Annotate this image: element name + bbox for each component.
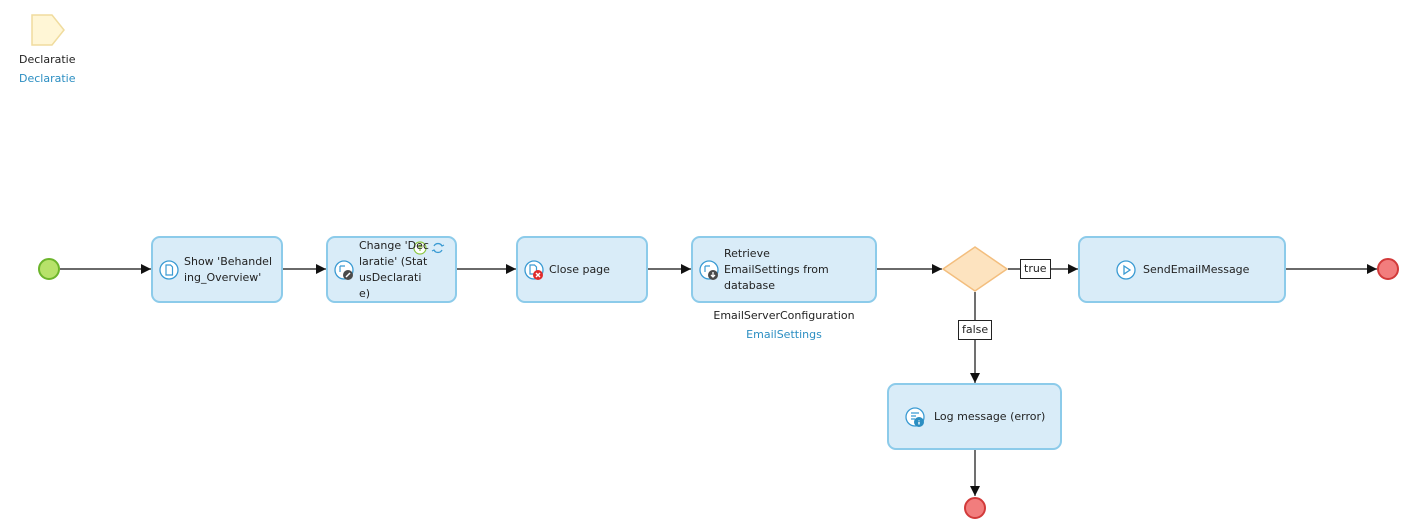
close-page-activity[interactable]: Close page bbox=[516, 236, 648, 303]
log-message-label: Log message (error) bbox=[934, 409, 1046, 423]
retrieve-entity: EmailServerConfiguration bbox=[713, 309, 855, 322]
exclusive-split-gateway[interactable] bbox=[942, 246, 1008, 292]
parameter-icon[interactable] bbox=[30, 12, 66, 48]
close-page-icon bbox=[524, 259, 544, 280]
log-message-icon bbox=[905, 406, 925, 427]
end-event-main[interactable] bbox=[1377, 258, 1399, 280]
call-microflow-icon bbox=[1116, 259, 1136, 280]
retrieve-icon bbox=[699, 259, 719, 280]
true-flow-label: true bbox=[1020, 259, 1051, 279]
retrieve-variable: EmailSettings bbox=[746, 328, 822, 341]
log-message-activity[interactable]: Log message (error) bbox=[887, 383, 1062, 450]
show-page-activity[interactable]: Show 'Behandeling_Overview' bbox=[151, 236, 283, 303]
show-page-label: Show 'Behandeling_Overview' bbox=[184, 254, 273, 284]
page-icon bbox=[159, 259, 179, 280]
change-object-activity[interactable]: Change 'Declaratie' (StatusDeclaratie) bbox=[326, 236, 457, 303]
start-event[interactable] bbox=[38, 258, 60, 280]
parameter-name: Declaratie bbox=[19, 53, 76, 66]
close-page-label: Close page bbox=[549, 262, 610, 276]
refresh-icon bbox=[431, 242, 445, 254]
send-email-label: SendEmailMessage bbox=[1143, 262, 1250, 276]
parameter-type: Declaratie bbox=[19, 72, 76, 85]
change-object-icon bbox=[334, 259, 354, 280]
false-flow-label: false bbox=[958, 320, 993, 340]
change-object-label: Change 'Declaratie' (StatusDeclaratie) bbox=[359, 238, 429, 300]
end-event-error[interactable] bbox=[964, 497, 986, 519]
retrieve-label: Retrieve EmailSettings from database bbox=[724, 246, 829, 292]
retrieve-activity[interactable]: Retrieve EmailSettings from database bbox=[691, 236, 877, 303]
commit-icon bbox=[413, 241, 427, 255]
send-email-activity[interactable]: SendEmailMessage bbox=[1078, 236, 1286, 303]
